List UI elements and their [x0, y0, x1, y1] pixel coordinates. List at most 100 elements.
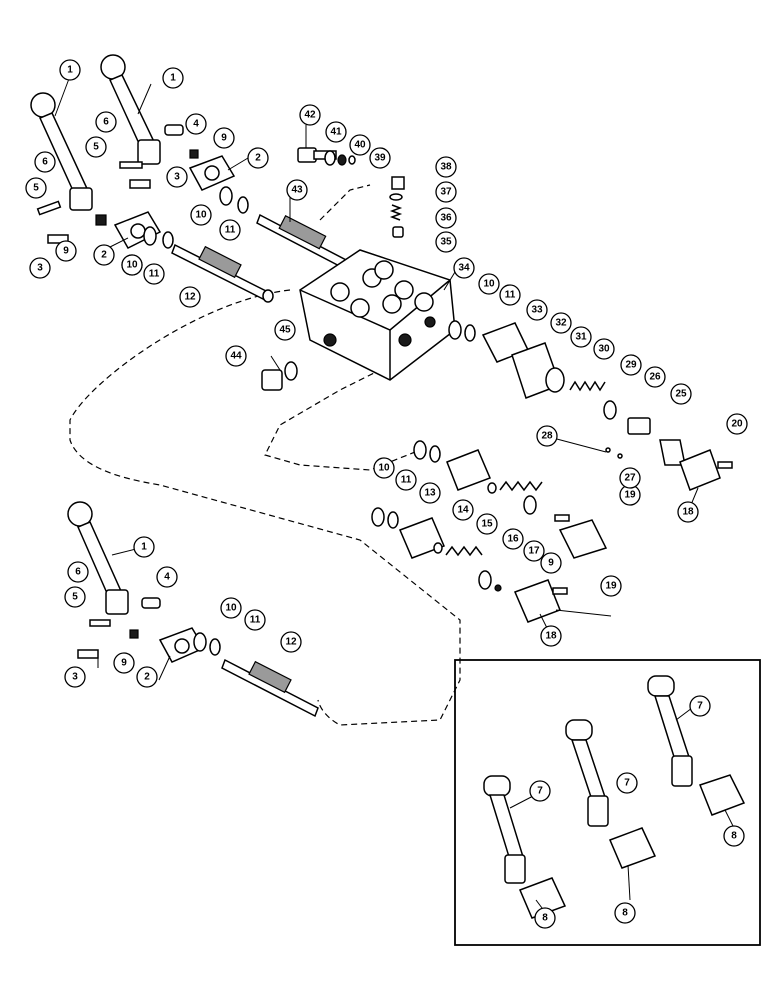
svg-text:13: 13 [424, 488, 436, 499]
callout-38: 38 [435, 156, 457, 178]
svg-text:18: 18 [682, 507, 694, 518]
svg-text:2: 2 [255, 153, 261, 164]
callout-17: 17 [523, 540, 545, 562]
valve-spool-43 [256, 213, 351, 272]
callout-9b: 9 [55, 240, 77, 262]
callout-8a: 8 [723, 825, 745, 847]
callout-19b: 19 [600, 575, 622, 597]
svg-text:7: 7 [624, 778, 630, 789]
callout-15: 15 [476, 513, 498, 535]
svg-text:10: 10 [195, 210, 207, 221]
svg-text:7: 7 [697, 701, 703, 712]
svg-text:5: 5 [72, 592, 78, 603]
callout-3c: 3 [64, 666, 86, 688]
svg-text:9: 9 [63, 246, 69, 257]
callout-6c: 6 [67, 561, 89, 583]
callout-16: 16 [502, 528, 524, 550]
svg-text:9: 9 [121, 658, 127, 669]
svg-text:5: 5 [33, 183, 39, 194]
svg-text:3: 3 [37, 263, 43, 274]
svg-text:11: 11 [149, 269, 160, 280]
callout-12b: 12 [280, 631, 302, 653]
relief-valve-parts [297, 147, 405, 238]
svg-text:2: 2 [101, 250, 107, 261]
callout-41: 41 [325, 121, 347, 143]
callout-8b: 8 [614, 902, 636, 924]
svg-text:28: 28 [541, 431, 553, 442]
callout-27: 27 [619, 467, 641, 489]
svg-text:6: 6 [42, 157, 48, 168]
callout-2a: 2 [247, 147, 269, 169]
svg-text:27: 27 [624, 473, 636, 484]
inset-levers [483, 675, 746, 919]
svg-text:6: 6 [103, 117, 109, 128]
svg-text:43: 43 [291, 185, 303, 196]
callout-4b: 4 [156, 566, 178, 588]
callout-5b: 5 [25, 177, 47, 199]
callout-8c: 8 [534, 907, 556, 929]
svg-text:26: 26 [649, 372, 661, 383]
svg-text:39: 39 [374, 153, 386, 164]
callout-13: 13 [419, 482, 441, 504]
callout-5c: 5 [64, 586, 86, 608]
svg-text:17: 17 [528, 546, 540, 557]
svg-text:40: 40 [354, 140, 366, 151]
svg-text:1: 1 [67, 65, 73, 76]
callout-10a: 10 [190, 204, 212, 226]
callout-20: 20 [726, 413, 748, 435]
svg-text:31: 31 [575, 332, 587, 343]
svg-text:41: 41 [330, 127, 342, 138]
callout-31: 31 [570, 326, 592, 348]
valve-body [299, 249, 456, 381]
svg-text:3: 3 [72, 672, 78, 683]
svg-text:11: 11 [401, 475, 412, 486]
callout-7a: 7 [689, 695, 711, 717]
svg-text:30: 30 [598, 344, 610, 355]
svg-text:16: 16 [507, 534, 519, 545]
callout-1b: 1 [162, 67, 184, 89]
svg-text:1: 1 [170, 73, 176, 84]
svg-text:33: 33 [531, 305, 543, 316]
callout-30: 30 [593, 338, 615, 360]
callout-10d: 10 [373, 457, 395, 479]
callout-6b: 6 [34, 151, 56, 173]
svg-text:35: 35 [440, 237, 452, 248]
lower-flange-seals-spool [158, 627, 319, 718]
svg-text:45: 45 [279, 325, 291, 336]
callout-45: 45 [274, 319, 296, 341]
svg-text:20: 20 [731, 419, 743, 430]
svg-text:19: 19 [624, 490, 636, 501]
callout-18a: 18 [677, 501, 699, 523]
svg-text:38: 38 [440, 162, 452, 173]
callout-7b: 7 [616, 772, 638, 794]
callout-6a: 6 [95, 111, 117, 133]
svg-text:1: 1 [141, 542, 147, 553]
svg-text:34: 34 [458, 263, 470, 274]
svg-text:44: 44 [230, 351, 242, 362]
callout-2c: 2 [93, 244, 115, 266]
svg-text:25: 25 [675, 389, 687, 400]
svg-text:18: 18 [545, 631, 557, 642]
callout-7c: 7 [529, 780, 551, 802]
callout-11c: 11 [499, 284, 521, 306]
callout-10c: 10 [478, 273, 500, 295]
callout-34: 34 [453, 257, 475, 279]
callout-35: 35 [435, 231, 457, 253]
callout-42: 42 [299, 104, 321, 126]
callout-10e: 10 [220, 597, 242, 619]
svg-text:36: 36 [440, 213, 452, 224]
callout-12a: 12 [179, 286, 201, 308]
svg-text:5: 5 [93, 142, 99, 153]
svg-text:11: 11 [225, 225, 236, 236]
svg-text:9: 9 [548, 558, 554, 569]
svg-text:42: 42 [304, 110, 316, 121]
callout-11b: 11 [143, 263, 165, 285]
callout-14: 14 [452, 499, 474, 521]
svg-text:29: 29 [625, 360, 637, 371]
callout-1a: 1 [59, 59, 81, 81]
svg-text:8: 8 [731, 831, 737, 842]
callout-5a: 5 [85, 136, 107, 158]
control-lever-upper-right [100, 54, 161, 165]
callout-26: 26 [644, 366, 666, 388]
